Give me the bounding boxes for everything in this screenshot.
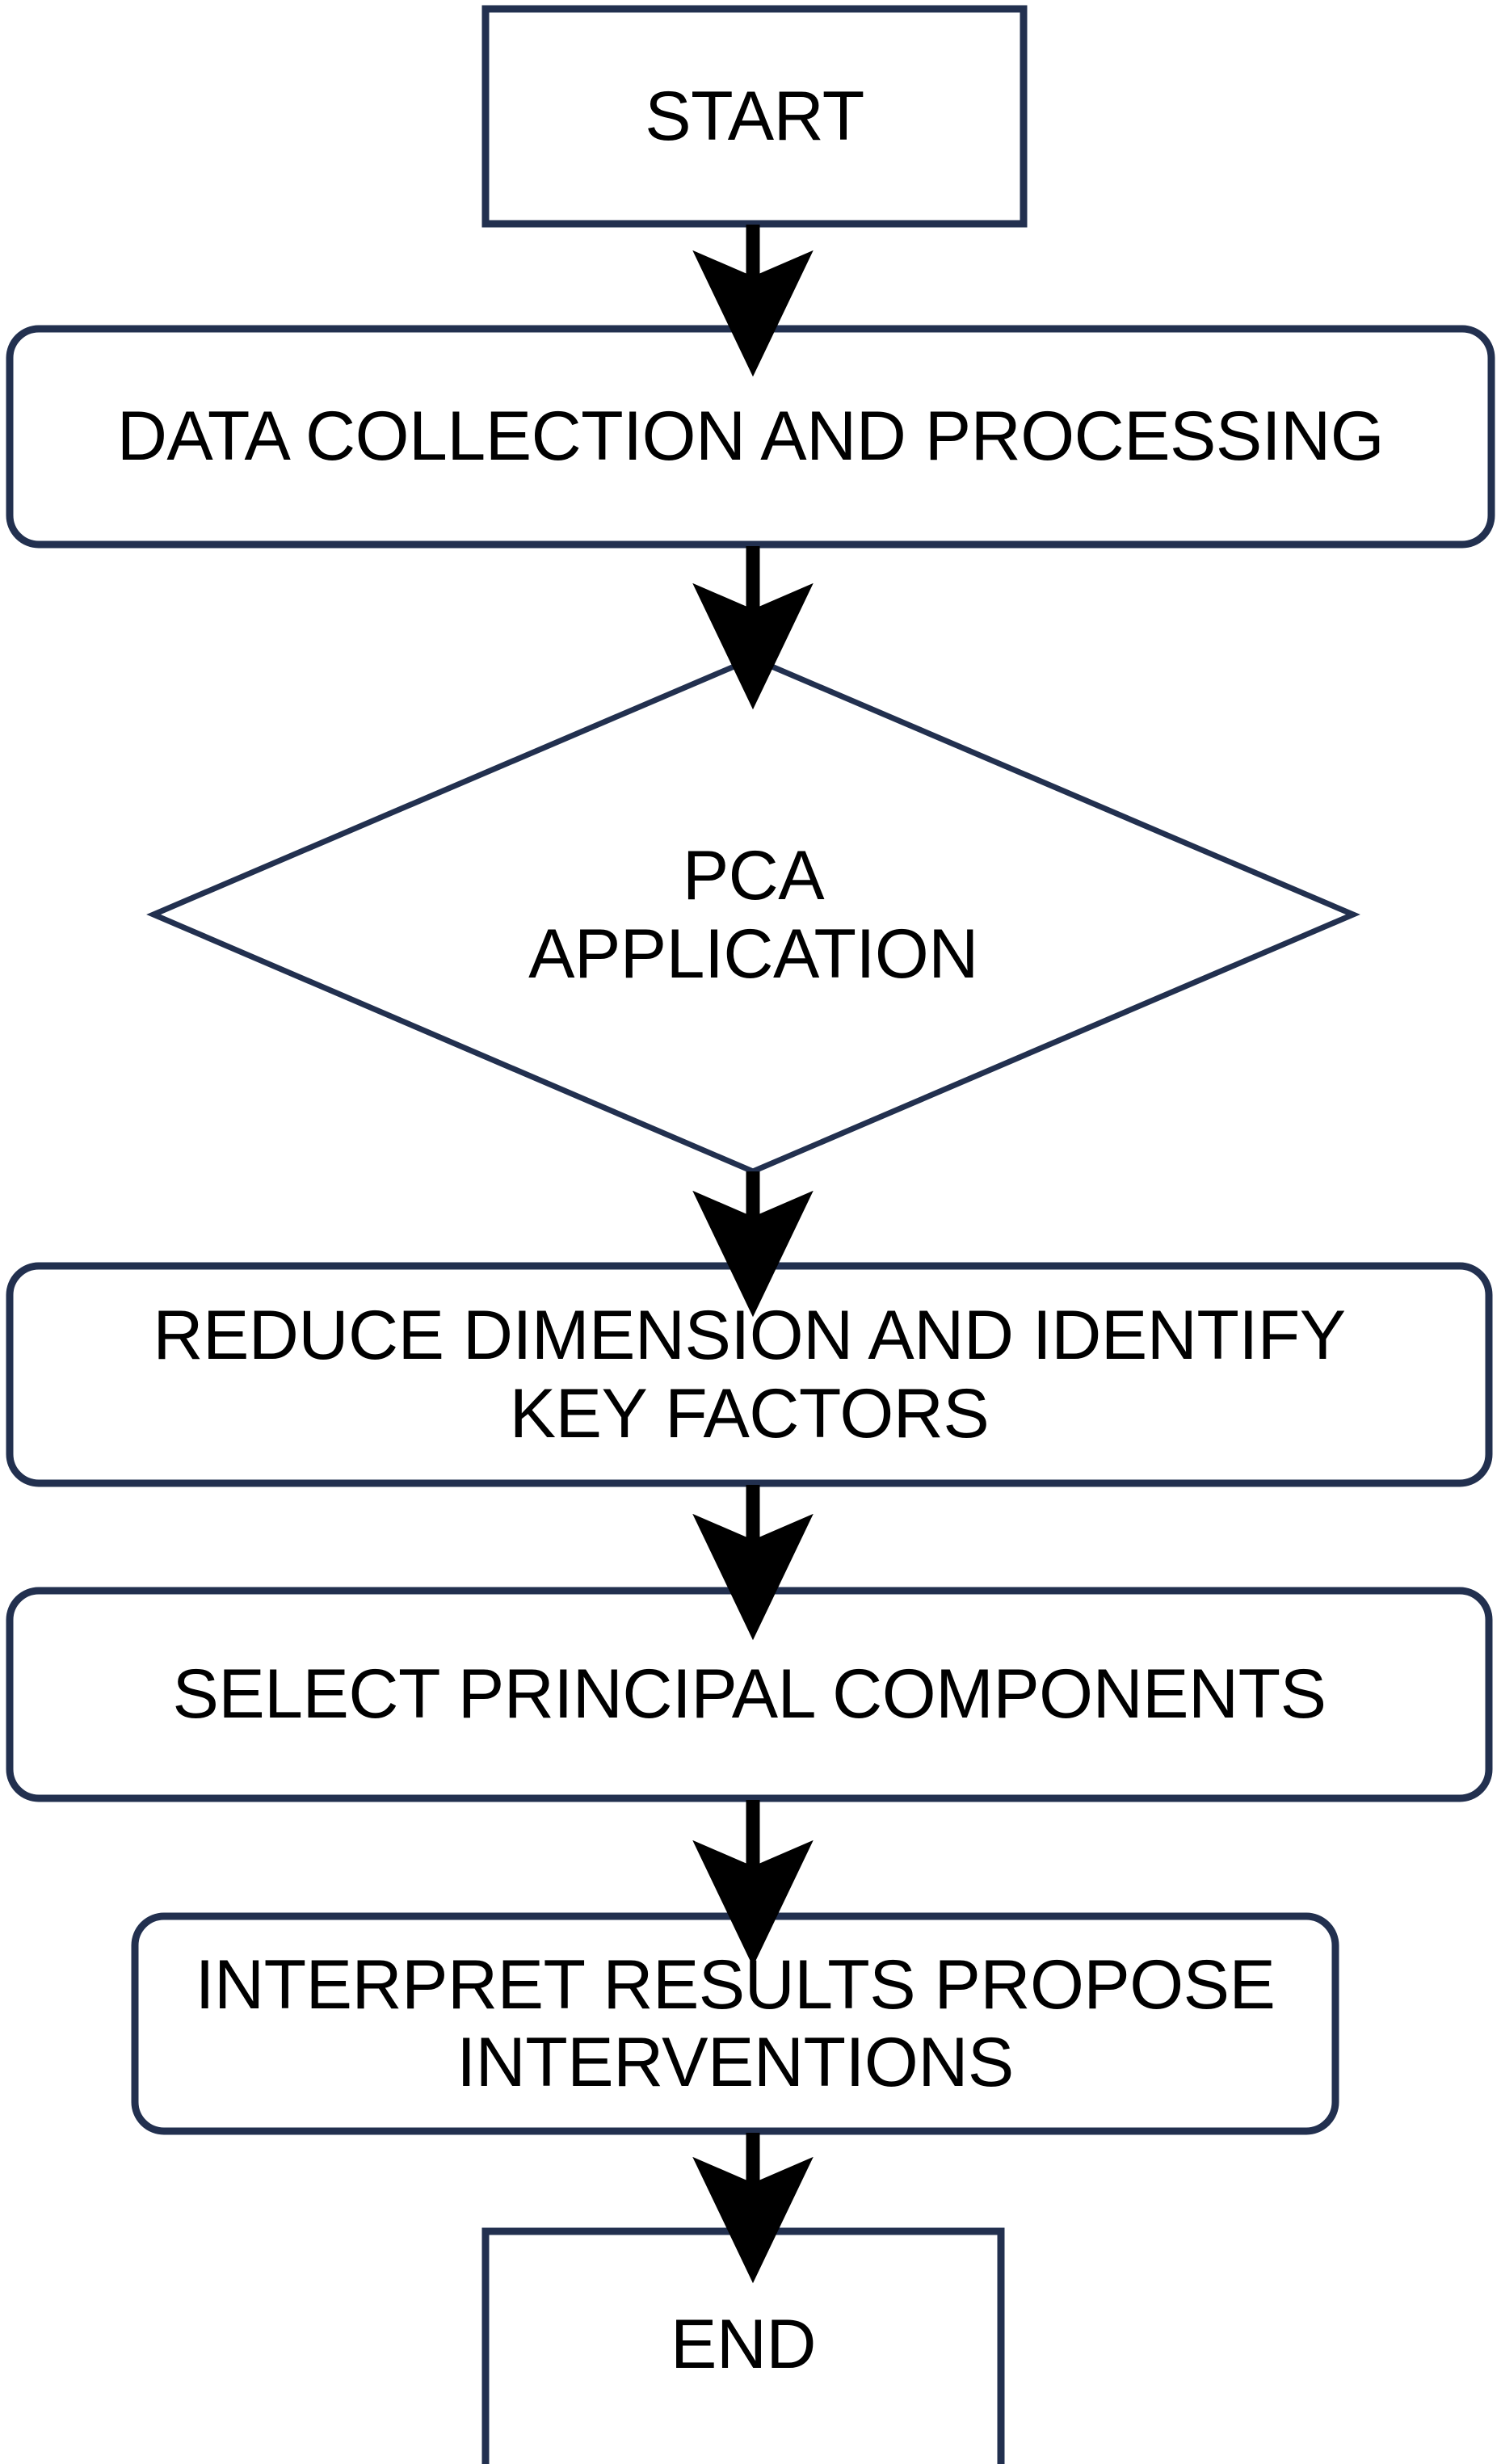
node-reduce-dimension-shape[interactable] bbox=[6, 1262, 1493, 1487]
node-start-shape[interactable] bbox=[481, 5, 1028, 228]
node-interpret-results-shape[interactable] bbox=[131, 1912, 1339, 2135]
node-select-principal-components-shape[interactable] bbox=[6, 1587, 1493, 1802]
node-data-collection-shape[interactable] bbox=[6, 325, 1495, 549]
node-end-shape[interactable] bbox=[481, 2227, 1005, 2464]
node-pca-application-shape[interactable] bbox=[146, 655, 1360, 1175]
